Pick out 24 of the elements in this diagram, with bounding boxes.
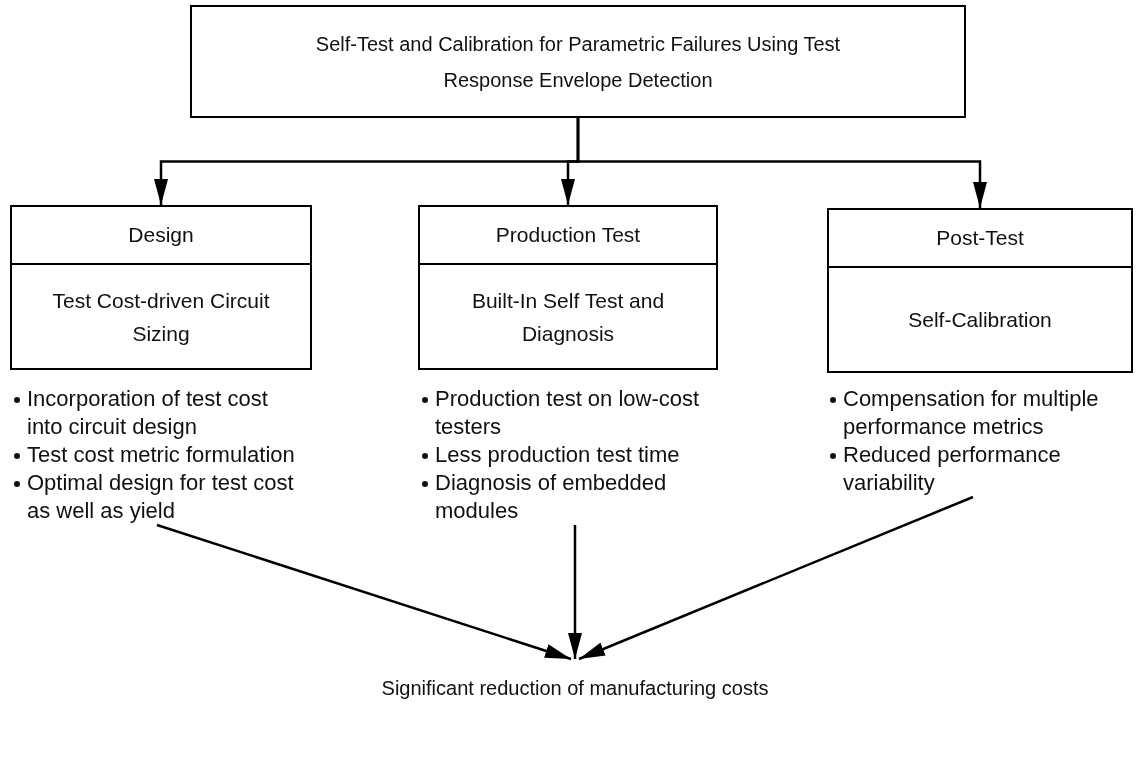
arrow [576,118,987,208]
bullet-item: Test cost metric formulation [27,441,295,469]
stage-box [418,205,718,370]
title-box [190,5,966,118]
arrow [568,525,582,659]
stage-heading: Production Test [420,207,716,265]
arrow [578,495,974,661]
stage-description: Built-In Self Test and Diagnosis [470,287,666,347]
stage-box [827,208,1133,373]
stage-heading: Post-Test [829,210,1131,268]
arrow [156,523,572,661]
bullet-item: Incorporation of test cost into circuit design [27,385,269,441]
box-text: Self-Test and Calibration for Parametric Failures Using Test Response Envelope Detection [314,31,842,93]
bullet-item: Compensation for multiple performance metrics [843,385,1100,441]
bullet-item: Optimal design for test cost as well as yield [27,469,295,525]
bullet-item: Less production test time [435,441,680,469]
stage-description: Self-Calibration [907,307,1053,333]
stage-description: Test Cost-driven Circuit Sizing [51,287,271,347]
stage-heading: Design [12,207,310,265]
stage-box [10,205,312,370]
bullet-item: Diagnosis of embedded modules [435,469,668,525]
bullet-item: Reduced performance variability [843,441,1062,497]
outcome-label: Significant reduction of manufacturing costs [381,677,769,699]
bullet-item: Production test on low-cost testers [435,385,701,441]
